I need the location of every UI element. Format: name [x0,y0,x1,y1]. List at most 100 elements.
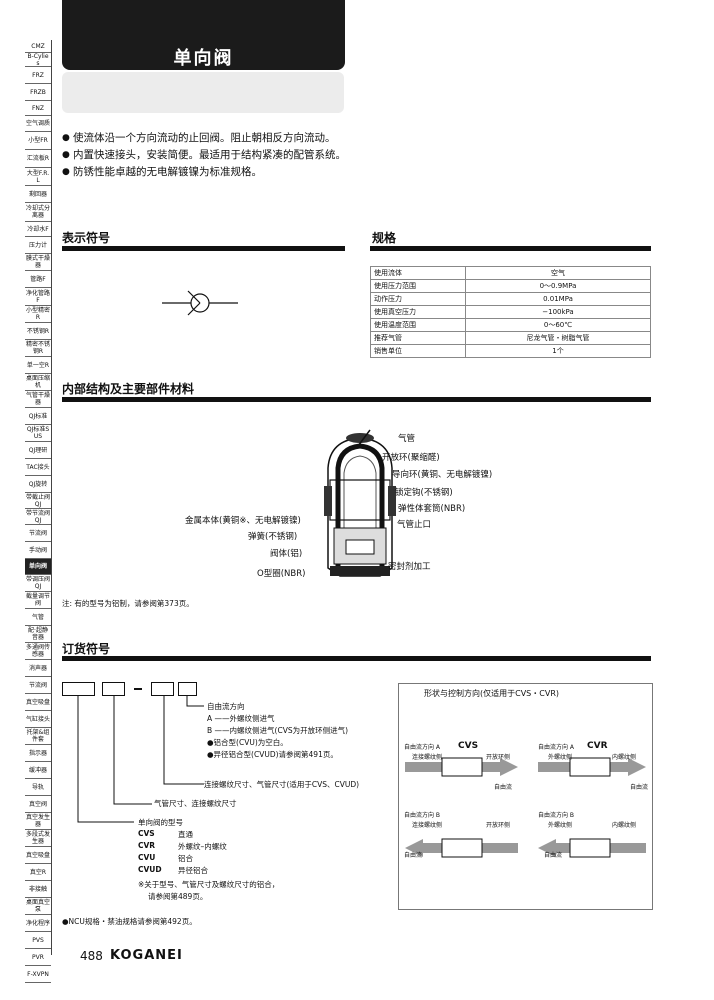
nav-tab[interactable]: PVR [25,949,51,966]
nav-tab[interactable]: B-Cylies [25,53,51,67]
direction-title: 自由流方向 [207,702,245,711]
nav-tab[interactable]: CMZ [25,40,51,53]
nav-tab[interactable]: FNZ [25,101,51,116]
nav-tab[interactable]: 冷却水F [25,222,51,237]
direction-line: B ——内螺纹侧进气(CVS为开放环侧进气) [207,726,349,735]
spec-item: 使用真空压力 [370,305,466,319]
nav-tab[interactable]: FRZ [25,67,51,84]
nav-tab[interactable]: 真空吸盘 [25,694,51,711]
nav-tab[interactable]: 汇流板R [25,150,51,168]
nav-tab[interactable]: 真空R [25,864,51,881]
spec-value: −100kPa [465,305,651,319]
nav-tab[interactable]: 压力计 [25,237,51,254]
nav-tab[interactable]: 桌面压缩机 [25,374,51,391]
nav-tab[interactable]: 手动阀 [25,542,51,559]
order-code-dash [134,688,142,690]
nav-tab[interactable]: PVS [25,932,51,949]
nav-tab[interactable]: 大型F.R.L [25,168,51,186]
nav-tab[interactable]: QJ标准 [25,408,51,425]
nav-tab[interactable]: 带截止阀QJ [25,493,51,509]
thread-size-label: 连接螺纹尺寸、气管尺寸(适用于CVS、CVUD) [204,780,360,789]
nav-tab[interactable]: 气缸接头 [25,711,51,728]
nav-tab[interactable]: 真空吸盘 [25,847,51,864]
nav-tab[interactable]: 消声器 [25,660,51,677]
nav-tab[interactable]: 截量调节阀 [25,592,51,609]
flow-label: 开放环侧 [486,754,511,761]
model-note: ※关于型号、气管尺寸及螺纹尺寸的铝合， [138,880,280,889]
nav-tab[interactable]: 带节流阀QJ [25,509,51,525]
feature-item: 内置快速接头，安装简便。最适用于结构紧凑的配管系统。 [62,147,372,164]
nav-tab[interactable]: QJ标准SUS [25,425,51,442]
flow-panel-title: 形状与控制方向(仅适用于CVS・CVR) [424,689,559,698]
section-rule [370,246,651,251]
feature-item: 防锈性能卓越的无电解镀镍为标准规格。 [62,164,372,181]
nav-tab[interactable]: 非接触 [25,881,51,898]
nav-tab[interactable]: 缓冲器 [25,762,51,779]
structure-footnote: 注: 有的型号为铝制，请参阅第373页。 [62,599,194,608]
nav-tab[interactable]: 小型精密R [25,306,51,323]
spec-item: 使用温度范围 [370,318,466,332]
nav-tab[interactable]: 气管干燥器 [25,391,51,408]
nav-tab[interactable]: 多段式发生器 [25,830,51,847]
nav-tab[interactable]: FRZB [25,84,51,101]
model-desc: 直通 [178,830,193,839]
nav-tab[interactable]: 空气调质 [25,116,51,132]
direction-line: ●铝合型(CVU)为空白。 [207,738,288,747]
ncu-note-text: NCU规格・禁油规格请参阅第492页。 [68,917,197,926]
model-desc: 异径铝合 [178,866,208,875]
nav-tab[interactable]: 导轨 [25,779,51,796]
flow-label: 外螺纹侧 [548,754,573,761]
flow-label: 内螺纹侧 [612,822,637,829]
nav-tab[interactable]: 真空发生器 [25,813,51,830]
flow-arrows [405,757,646,858]
model-desc: 外螺纹–内螺纹 [178,842,227,851]
nav-tab[interactable]: F-XVPN [25,966,51,983]
flow-label: 自由流 [494,784,513,791]
nav-tab[interactable]: QJ旋转 [25,476,51,493]
model-note: 请参阅第489页。 [148,892,208,901]
nav-tab[interactable]: 冷却式分离器 [25,203,51,222]
nav-tab[interactable]: 单向阀 [25,559,51,575]
cross-section-drawing [324,429,396,577]
order-section-title: 订货符号 [62,642,111,656]
spec-value: 0.01MPa [465,292,651,306]
flow-label: 内螺纹侧 [612,754,637,761]
nav-tab[interactable]: 节流阀 [25,677,51,694]
label-sealant: 密封剂加工 [388,562,431,572]
label-spring: 弹簧(不锈钢) [248,532,298,542]
nav-tab[interactable]: 不锈钢R [25,323,51,340]
nav-tab[interactable]: 膜式干燥器 [25,254,51,271]
nav-tab[interactable]: 气管 [25,609,51,626]
nav-tab[interactable]: 托架&组件套 [25,728,51,745]
nav-tab[interactable]: 精密不锈钢R [25,340,51,357]
nav-tab[interactable]: 剩回器 [25,186,51,203]
nav-tab[interactable]: 单一空R [25,357,51,374]
label-guide-ring: 导向环(黄铜、无电解镀镍) [392,470,493,480]
flow-model-label: CVS [458,741,479,751]
nav-tab[interactable]: 桌面真空泵 [25,898,51,915]
title-banner [62,0,345,70]
nav-tab[interactable]: 净化管路F [25,288,51,306]
nav-tab[interactable]: 管路F [25,271,51,288]
nav-tab[interactable]: 净化程序 [25,915,51,932]
nav-tab[interactable]: 小型FR [25,132,51,150]
spec-value: 1个 [465,344,651,358]
flow-label: 自由流方向 A [404,744,441,751]
spec-row: 使用真空压力−100kPa [370,305,651,319]
nav-tab[interactable]: 真空阀 [25,796,51,813]
nav-tab[interactable]: 节流阀 [25,525,51,542]
page-title: 单向阀 [173,48,234,69]
brand-logo: KOGANEI [110,948,183,963]
flow-label: 自由流方向 B [538,812,575,819]
spec-section-title: 规格 [372,231,397,245]
flow-label: 自由流 [404,852,423,859]
nav-tab[interactable]: 多通阀传感器 [25,643,51,660]
nav-tab[interactable]: QJ理研 [25,442,51,459]
nav-tab[interactable]: TAC接头 [25,459,51,476]
nav-tab[interactable]: 指示器 [25,745,51,762]
nav-tab[interactable]: 带调压阀QJ [25,575,51,592]
nav-tab[interactable]: 配·超静音器 [25,626,51,643]
